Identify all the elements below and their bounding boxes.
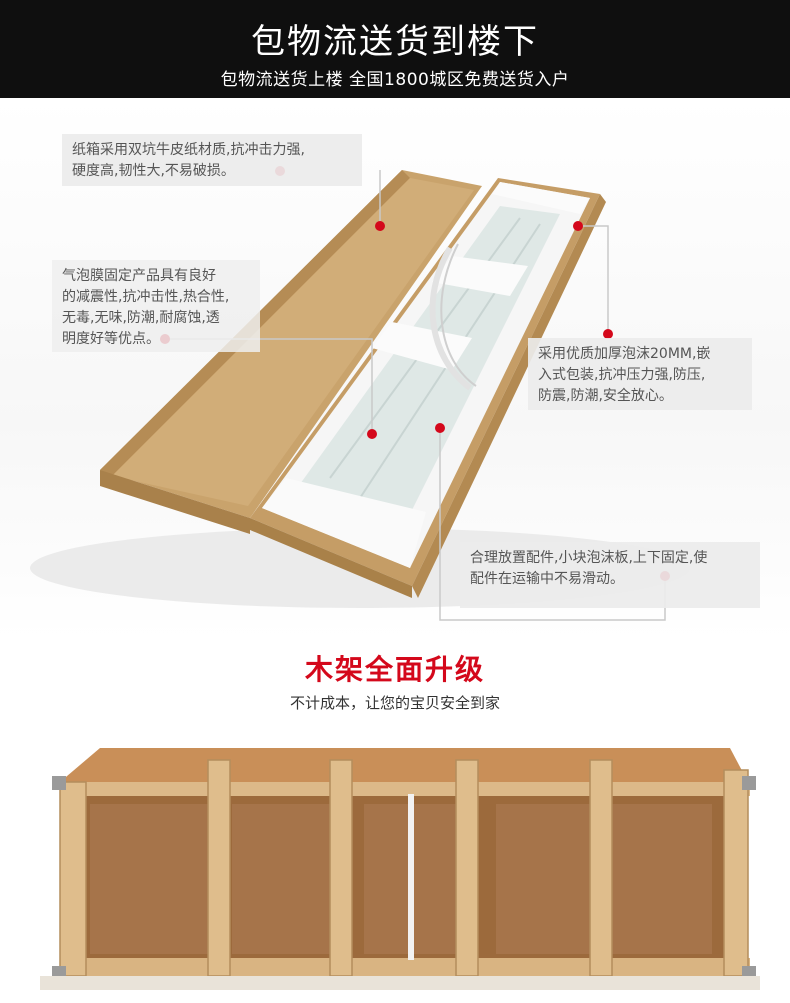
callout-foam-line: 入式包装,抗冲压力强,防压, xyxy=(538,367,706,383)
wood-section-title: 木架全面升级 xyxy=(304,653,485,686)
callout-bubble-wrap: 气泡膜固定产品具有良好 的减震性,抗冲击性,热合性, 无毒,无味,防潮,耐腐蚀,… xyxy=(52,260,260,352)
callout-bubble-line: 的减震性,抗冲击性,热合性, xyxy=(62,289,230,305)
crate-bottom-rail xyxy=(60,958,750,976)
crate-ground xyxy=(40,976,760,990)
crate-top xyxy=(60,748,748,782)
callout-parts: 合理放置配件,小块泡沫板,上下固定,使 配件在运输中不易滑动。 xyxy=(460,542,760,608)
carton-lid-inner xyxy=(112,178,474,506)
callout-foam-line: 采用优质加厚泡沫20MM,嵌 xyxy=(538,346,711,362)
banner-title: 包物流送货到楼下 xyxy=(251,22,539,62)
wooden-crate-illustration xyxy=(40,748,760,990)
carton-lid-side xyxy=(100,470,250,534)
carton-base-front xyxy=(250,518,412,598)
wooden-crate-photo xyxy=(0,730,790,1003)
foam-block-upper xyxy=(432,256,528,296)
callout-parts-line: 配件在运输中不易滑动。 xyxy=(470,571,624,587)
crate-vertical-slats xyxy=(60,760,748,976)
foam-block-bottom xyxy=(262,478,426,568)
callout-bubble-line: 无毒,无味,防潮,耐腐蚀,透 xyxy=(62,310,220,326)
callout-foam-line: 防震,防潮,安全放心。 xyxy=(538,388,673,404)
wood-section-subtitle: 不计成本，让您的宝贝安全到家 xyxy=(289,694,500,712)
crate-strap xyxy=(408,794,414,960)
foam-block-top xyxy=(492,182,590,214)
header-banner: 包物流送货到楼下 包物流送货上楼 全国1800城区免费送货入户 xyxy=(0,0,790,98)
callout-carton-line: 纸箱采用双坑牛皮纸材质,抗冲击力强, xyxy=(72,142,305,158)
callout-foam: 采用优质加厚泡沫20MM,嵌 入式包装,抗冲压力强,防压, 防震,防潮,安全放心… xyxy=(528,338,752,410)
callout-bubble-line: 明度好等优点。 xyxy=(62,331,160,347)
hose xyxy=(429,246,472,391)
crate-top-rail xyxy=(60,782,750,796)
callout-carton: 纸箱采用双坑牛皮纸材质,抗冲击力强, 硬度高,韧性大,不易破损。 xyxy=(62,134,362,186)
carton-base-right xyxy=(412,194,606,598)
banner-subtitle: 包物流送货上楼 全国1800城区免费送货入户 xyxy=(220,70,570,90)
callout-carton-line: 硬度高,韧性大,不易破损。 xyxy=(72,163,235,179)
callout-parts-line: 合理放置配件,小块泡沫板,上下固定,使 xyxy=(470,550,708,566)
callout-bubble-line: 气泡膜固定产品具有良好 xyxy=(62,268,216,284)
